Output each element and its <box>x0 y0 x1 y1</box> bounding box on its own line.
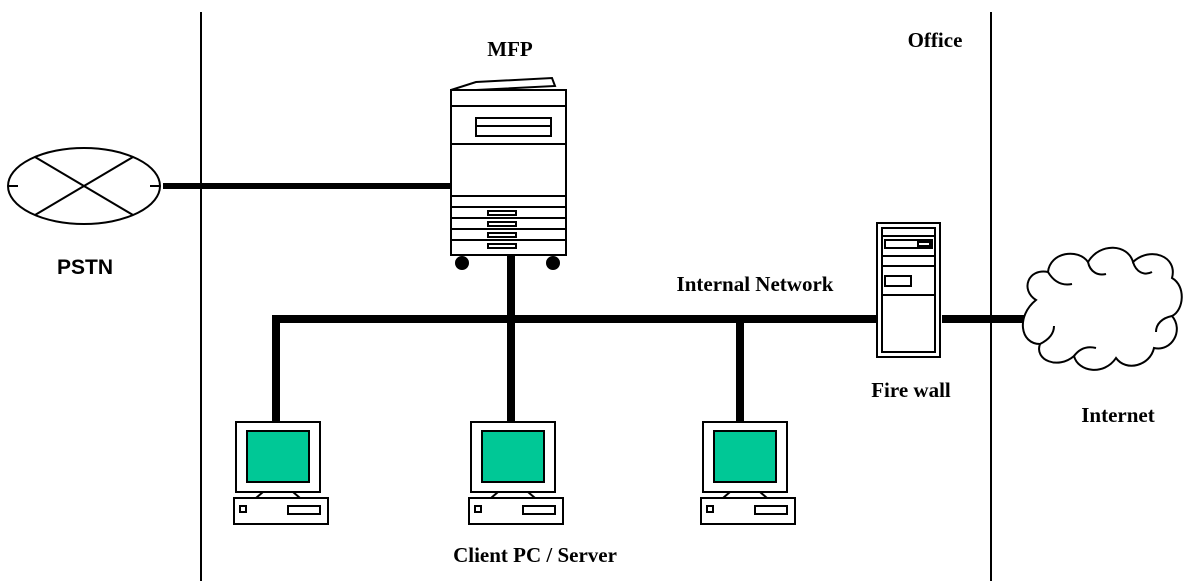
client-pc-icon <box>233 421 329 525</box>
office-label: Office <box>908 28 963 52</box>
client-pc-icon <box>700 421 796 525</box>
firewall-label: Fire wall <box>871 378 951 402</box>
internet-cloud-icon <box>1021 246 1183 371</box>
pstn-label: PSTN <box>57 256 113 279</box>
internal-network-label: Internal Network <box>677 272 834 296</box>
internet-label: Internet <box>1081 403 1154 427</box>
mfp-icon <box>450 76 567 270</box>
firewall-server-icon <box>876 222 941 358</box>
pstn-icon <box>7 147 161 225</box>
mfp-label: MFP <box>487 37 533 61</box>
client-pc-server-label: Client PC / Server <box>453 543 617 567</box>
client-pc-icon <box>468 421 564 525</box>
